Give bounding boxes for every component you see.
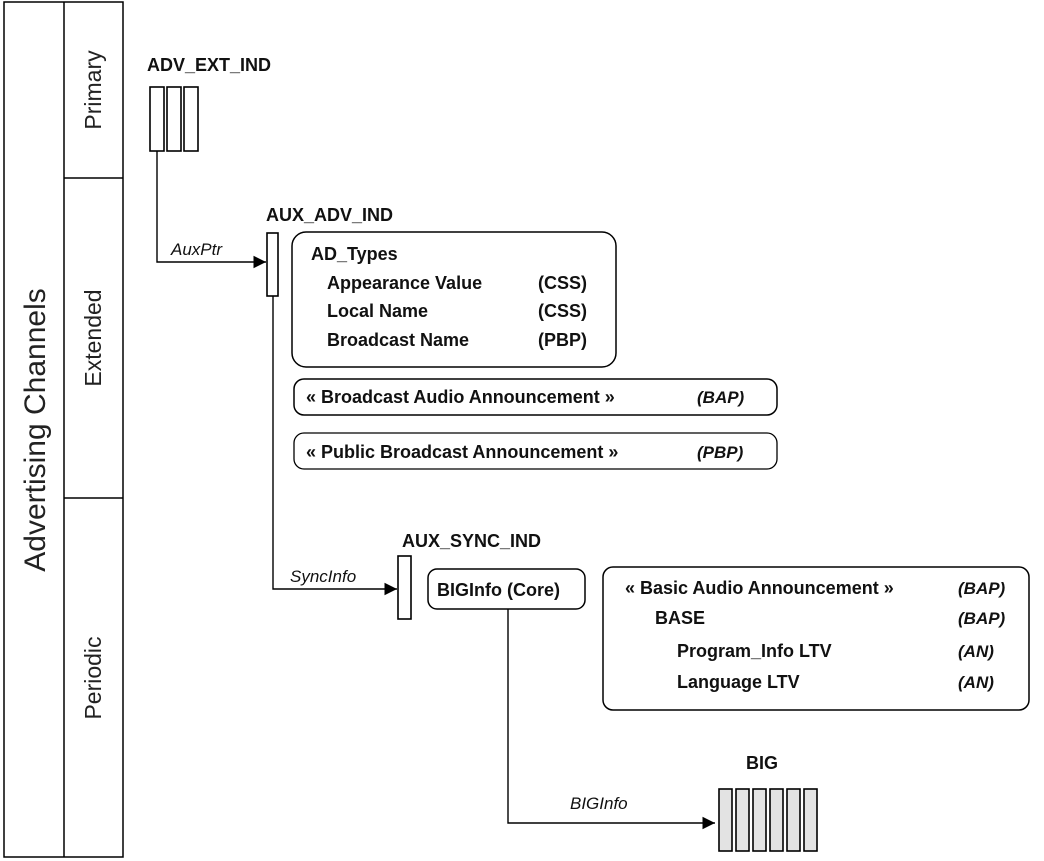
biginfo-core-box xyxy=(427,568,586,610)
ad-type-appearance-value: Appearance Value xyxy=(327,273,482,293)
pbp-announcement-box xyxy=(293,432,778,470)
advertising-channels-title: Advertising Channels xyxy=(19,288,52,572)
ad-types-heading: AD_Types xyxy=(311,244,398,264)
aux-sync-ind-pdu xyxy=(397,555,412,620)
pbp-announcement-tag: (PBP) xyxy=(697,443,744,462)
adv-ext-ind-label: ADV_EXT_IND xyxy=(147,55,271,75)
ad-type-local-name: Local Name xyxy=(327,301,428,321)
base-tag: (BAP) xyxy=(958,609,1006,628)
syncinfo-arrow xyxy=(272,296,397,596)
adv-ext-ind-pdu xyxy=(149,86,199,152)
big-pdu xyxy=(718,788,818,852)
aux-adv-ind-label: AUX_ADV_IND xyxy=(266,205,393,225)
biginfo-core-label: BIGInfo (Core) xyxy=(437,580,560,600)
program-info-ltv-tag: (AN) xyxy=(958,642,994,661)
lane-label-extended: Extended xyxy=(80,289,106,386)
ad-types-box xyxy=(291,231,617,368)
aux-adv-ind-pdu xyxy=(266,232,279,297)
biginfo-pointer-label: BIGInfo xyxy=(570,794,628,813)
aux-sync-ind-label: AUX_SYNC_IND xyxy=(402,531,541,551)
pbp-announcement-label: « Public Broadcast Announcement » xyxy=(306,442,618,462)
ad-type-broadcast-name-tag: (PBP) xyxy=(538,330,587,350)
ad-type-appearance-tag: (CSS) xyxy=(538,273,587,293)
ad-type-local-name-tag: (CSS) xyxy=(538,301,587,321)
basic-audio-title-tag: (BAP) xyxy=(958,579,1006,598)
lane-label-primary: Primary xyxy=(80,50,106,130)
auxptr-label: AuxPtr xyxy=(170,240,223,259)
language-ltv: Language LTV xyxy=(677,672,800,692)
bap-announcement-label: « Broadcast Audio Announcement » xyxy=(306,387,615,407)
bap-announcement-box xyxy=(293,378,778,416)
syncinfo-label: SyncInfo xyxy=(290,567,356,586)
basic-audio-title: « Basic Audio Announcement » xyxy=(625,578,894,598)
language-ltv-tag: (AN) xyxy=(958,673,994,692)
program-info-ltv: Program_Info LTV xyxy=(677,641,832,661)
lane-frame xyxy=(3,1,124,858)
basic-audio-announcement-box xyxy=(602,566,1030,711)
ad-type-broadcast-name: Broadcast Name xyxy=(327,330,469,350)
lane-label-periodic: Periodic xyxy=(80,636,106,719)
big-label: BIG xyxy=(746,753,778,773)
biginfo-arrow xyxy=(507,609,715,830)
bap-announcement-tag: (BAP) xyxy=(697,388,745,407)
auxptr-arrow xyxy=(156,151,266,269)
base-label: BASE xyxy=(655,608,705,628)
